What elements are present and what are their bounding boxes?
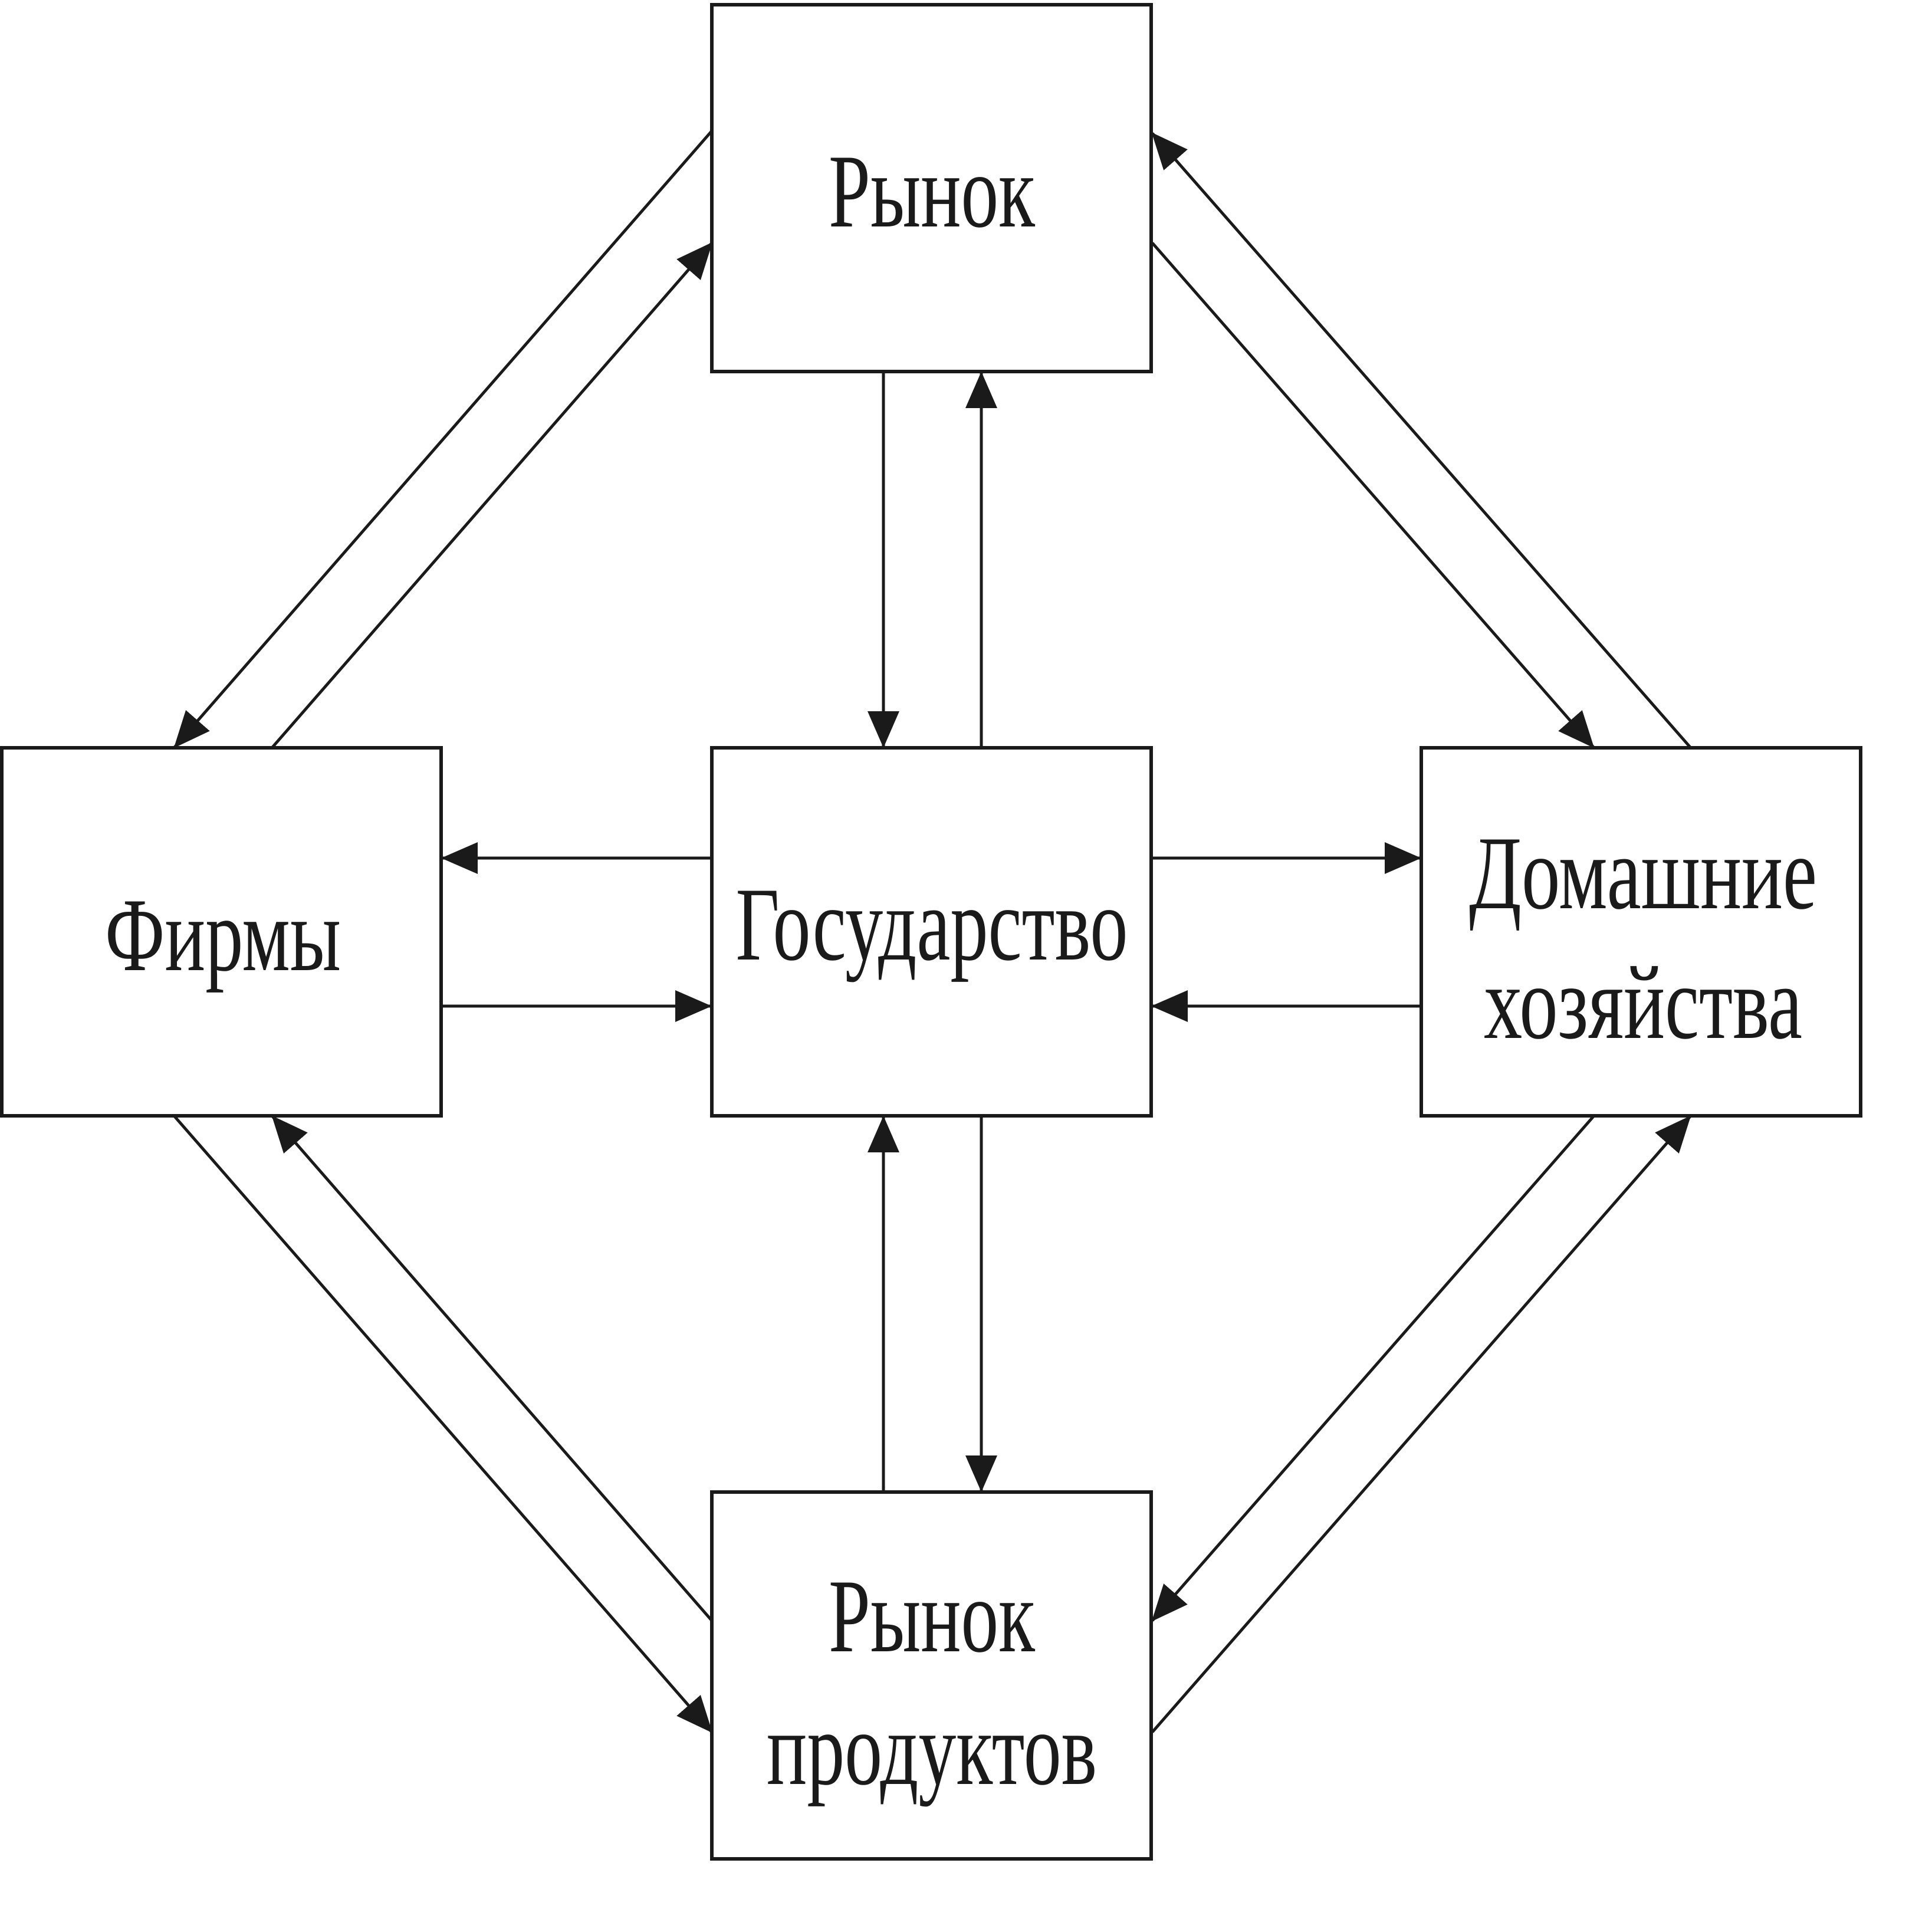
product-market-to-firms-arrow [271, 1115, 713, 1622]
firms-label: Фирмы [105, 876, 341, 993]
firms-to-product-market-arrow [173, 1115, 713, 1733]
households-to-market-arrow [1151, 132, 1691, 748]
product-market-box: Рынок продуктов [710, 1490, 1153, 1861]
households-label-line1: Домашние [1469, 814, 1817, 931]
government-label: Государство [736, 866, 1128, 983]
market-to-households-arrow [1151, 242, 1595, 748]
households-label-line2: хозяйства [1484, 944, 1802, 1061]
product-market-to-households-arrow [1151, 1115, 1691, 1733]
product-market-label-line2: продуктов [767, 1690, 1097, 1807]
firms-box: Фирмы [0, 746, 443, 1118]
households-to-product-market-arrow [1151, 1115, 1595, 1622]
market-to-firms-arrow [173, 130, 713, 748]
government-box: Государство [710, 746, 1153, 1118]
market-label: Рынок [829, 133, 1035, 249]
market-box: Рынок [710, 3, 1153, 373]
firms-to-market-arrow [271, 242, 713, 748]
households-box: Домашние хозяйства [1420, 746, 1862, 1118]
product-market-label-line1: Рынок [829, 1558, 1035, 1674]
